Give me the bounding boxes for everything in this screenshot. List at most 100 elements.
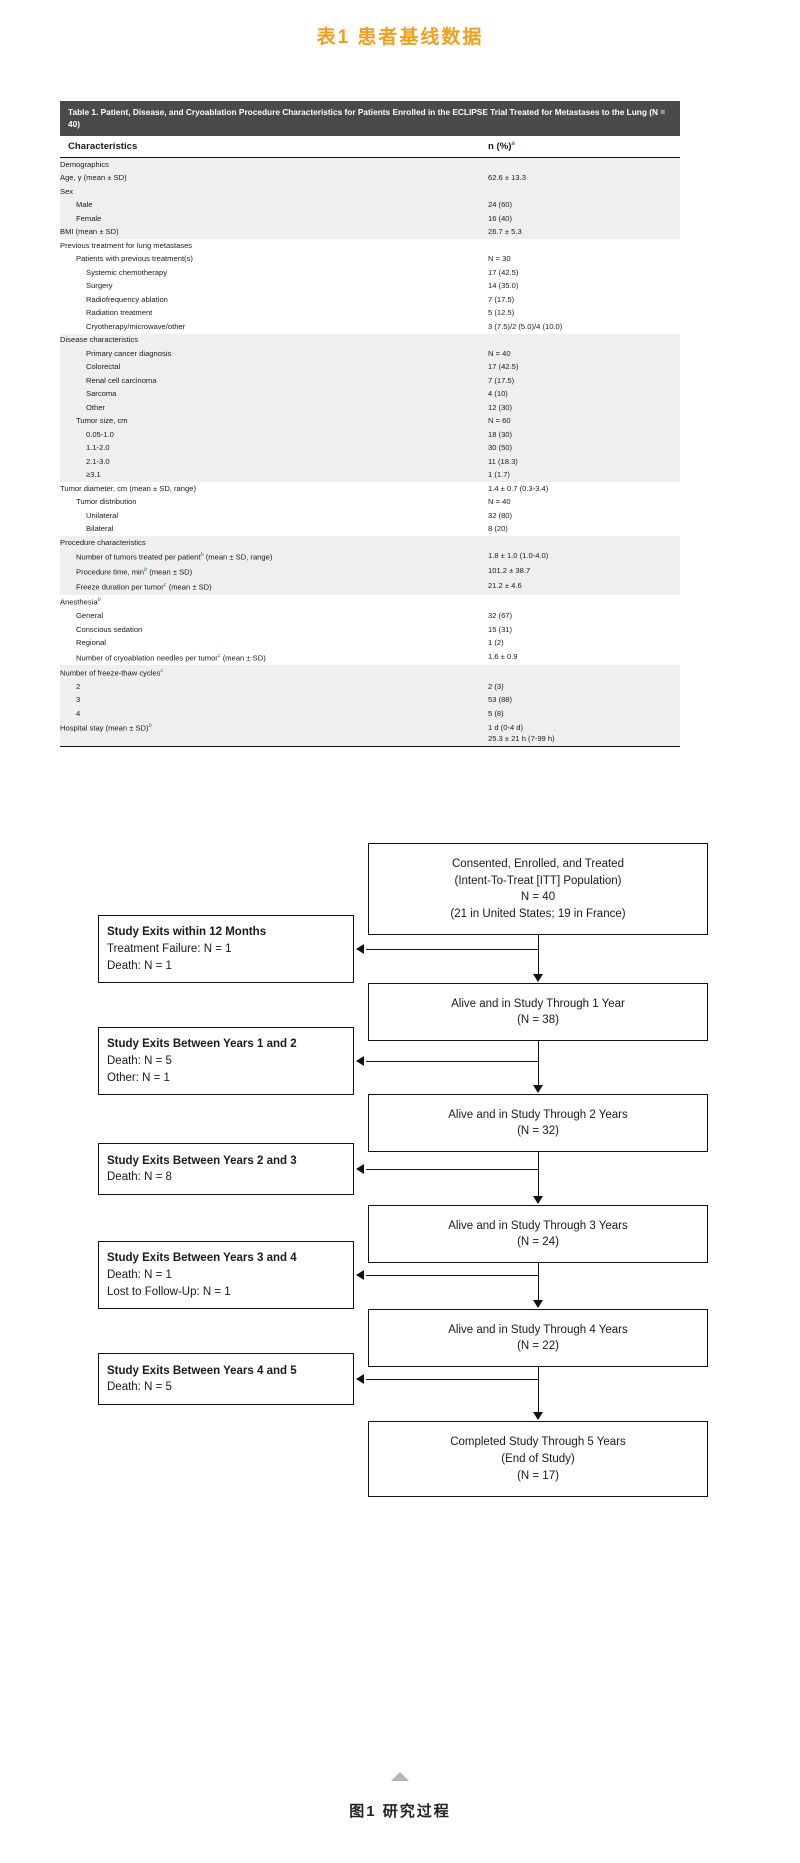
row-label: Sex <box>60 185 480 199</box>
table-caption: Table 1. Patient, Disease, and Cryoablat… <box>60 101 680 137</box>
row-value-text: 5 (8) <box>488 708 504 718</box>
row-value-text: 1.8 ± 1.0 (1.0-4.0) <box>488 551 549 561</box>
flow-box-line: Completed Study Through 5 Years <box>450 1436 626 1449</box>
row-value: 1 d (0-4 d)25.3 ± 21 h (7-99 h) <box>480 720 680 747</box>
flow-box-line: Alive and in Study Through 2 Years <box>448 1108 628 1121</box>
row-value: 17 (42.5) <box>480 360 680 375</box>
connector-to-exit-years-1-2 <box>366 1061 538 1063</box>
table-header-row: Characteristics n (%)a <box>60 136 680 159</box>
row-value-text: 2 (3) <box>488 681 504 691</box>
row-label: 2 <box>60 680 480 694</box>
arrowhead-year3 <box>532 1196 543 1205</box>
row-value-text: N = 40 <box>488 497 511 507</box>
flow-box-line: (21 in United States; 19 in France) <box>450 907 626 920</box>
flow-box-heading: Study Exits within 12 Months <box>107 926 267 939</box>
row-label-text: Male <box>76 200 93 210</box>
row-label: Surgery <box>60 279 480 294</box>
row-label-text: Sex <box>60 186 74 196</box>
row-label-text: Patients with previous treatment(s) <box>76 254 193 264</box>
row-label-text: Freeze duration per tumor <box>76 582 164 592</box>
row-label-text: Tumor distribution <box>76 497 137 507</box>
row-value-text: 12 (30) <box>488 402 513 412</box>
figure-caption: 图1 研究过程 <box>349 1803 451 1820</box>
row-value: 15 (31) <box>480 623 680 637</box>
connector-to-exit-12-months <box>366 949 538 951</box>
row-value-text: 17 (42.5) <box>488 362 519 372</box>
row-label: Number of tumors treated per patientb (m… <box>60 549 480 565</box>
row-value-text: N = 40 <box>488 348 511 358</box>
flow-box-year4: Alive and in Study Through 4 Years(N = 2… <box>368 1309 708 1368</box>
table-row: Number of tumors treated per patientb (m… <box>60 549 680 565</box>
row-label: 1.1-2.0 <box>60 441 480 456</box>
arrowhead-exit-years-2-3 <box>356 1163 364 1174</box>
flow-box-line: (End of Study) <box>501 1452 575 1465</box>
flow-box-line: Death: N = 5 <box>107 1381 172 1394</box>
row-label-text: Systemic chemotherapy <box>86 267 168 277</box>
footnote-marker-b: b <box>148 723 152 730</box>
arrowhead-completed <box>532 1412 543 1421</box>
row-value-text: 11 (18.3) <box>488 456 518 466</box>
collapse-triangle-icon[interactable] <box>391 1772 409 1781</box>
row-label: ≥3.1 <box>60 468 480 483</box>
row-label: Number of cryoablation needles per tumor… <box>60 650 480 666</box>
row-label: Tumor distribution <box>60 495 480 510</box>
table-head: Characteristics n (%)a <box>60 136 680 159</box>
flow-box-heading: Study Exits Between Years 1 and 2 <box>107 1038 297 1051</box>
flow-box-line: Treatment Failure: N = 1 <box>107 942 232 955</box>
table-row: Demographics <box>60 157 680 172</box>
flow-box-line: (Intent-To-Treat [ITT] Population) <box>454 874 622 887</box>
row-label-text: Surgery <box>86 281 113 291</box>
row-value-text: 62.6 ± 13.3 <box>488 173 526 183</box>
row-label-tail: (mean ± SD) <box>147 567 193 577</box>
row-label: Male <box>60 198 480 213</box>
row-value-text: N = 60 <box>488 416 511 426</box>
row-label: Bilateral <box>60 522 480 537</box>
flow-box-year3: Alive and in Study Through 3 Years(N = 2… <box>368 1205 708 1264</box>
row-label-text: Tumor diameter, cm (mean ± SD, range) <box>60 483 196 493</box>
row-label-text: Regional <box>76 638 106 648</box>
row-value: 24 (60) <box>480 198 680 213</box>
row-value: 5 (8) <box>480 707 680 721</box>
row-label: Patients with previous treatment(s) <box>60 252 480 267</box>
table-row: Procedure characteristics <box>60 536 680 550</box>
row-value: 12 (30) <box>480 401 680 415</box>
footnote-marker-b: b <box>143 567 148 574</box>
table-row: 2 2 (3) <box>60 680 680 694</box>
row-label: Primary cancer diagnosis <box>60 347 480 361</box>
row-value-text: 101.2 ± 38.7 <box>488 566 531 576</box>
row-label-text: Primary cancer diagnosis <box>86 348 172 358</box>
row-label: Colorectal <box>60 360 480 375</box>
row-label: Tumor diameter, cm (mean ± SD, range) <box>60 482 480 496</box>
row-value-text: 24 (60) <box>488 200 513 210</box>
row-label-text: Colorectal <box>86 362 121 372</box>
row-label-text: Procedure time, min <box>76 567 144 577</box>
table-row: Tumor diameter, cm (mean ± SD, range) 1.4… <box>60 482 680 496</box>
table-row: Male 24 (60) <box>60 198 680 213</box>
flow-box-line: Death: N = 5 <box>107 1054 172 1067</box>
table-row: Number of freeze-thaw cyclesc <box>60 665 680 681</box>
connector-enrolled-to-year1 <box>538 935 539 976</box>
row-label-text: Number of cryoablation needles per tumor <box>76 653 218 663</box>
row-value-text: 17 (42.5) <box>488 267 519 277</box>
row-value: 4 (10) <box>480 387 680 402</box>
flow-box-completed: Completed Study Through 5 Years (End of S… <box>368 1421 708 1498</box>
row-label: Radiation treatment <box>60 306 480 321</box>
row-value: 1.6 ± 0.9 <box>480 650 680 666</box>
row-label: Number of freeze-thaw cyclesc <box>60 665 480 681</box>
row-value: 8 (20) <box>480 522 680 537</box>
row-value-text: 1 (2) <box>488 638 504 648</box>
row-label-text: Unilateral <box>86 510 119 520</box>
flow-box-line: Death: N = 1 <box>107 959 172 972</box>
row-label-text: Female <box>76 213 102 223</box>
row-value-text: 1.4 ± 0.7 (0.3-3.4) <box>488 483 549 493</box>
row-value: 1.4 ± 0.7 (0.3-3.4) <box>480 482 680 496</box>
table-row: Anesthesiab <box>60 594 680 610</box>
row-label-text: Disease characteristics <box>60 335 139 345</box>
